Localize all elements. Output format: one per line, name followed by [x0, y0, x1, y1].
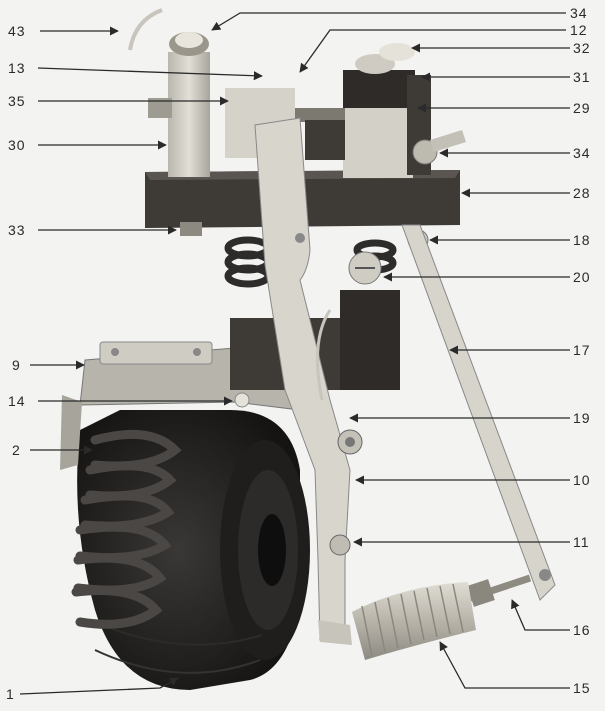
long-arm: [401, 224, 556, 601]
rubber-wheel: [77, 410, 310, 690]
callout-30: 30: [8, 137, 26, 153]
callout-20: 20: [573, 269, 591, 285]
coil-spring-left: [71, 429, 182, 629]
callout-35: 35: [8, 93, 26, 109]
callout-33: 33: [8, 222, 26, 238]
leader-lines: [19, 12, 570, 695]
callout-15: 15: [573, 680, 591, 696]
callout-10: 10: [573, 472, 591, 488]
callout-2: 2: [12, 442, 21, 458]
pin-14: [234, 392, 250, 408]
vertical-lever: [254, 117, 363, 645]
callout-43: 43: [8, 23, 26, 39]
callout-13: 13: [8, 60, 26, 76]
callout-28: 28: [573, 185, 591, 201]
callout-9: 9: [12, 357, 21, 373]
callout-34-side: 34: [573, 145, 591, 161]
callout-29: 29: [573, 100, 591, 116]
adjusting-screw-16: [467, 574, 532, 607]
callout-18: 18: [573, 232, 591, 248]
leader-16: [511, 599, 570, 631]
callout-19: 19: [573, 410, 591, 426]
callout-11: 11: [573, 534, 590, 550]
callout-17: 17: [573, 342, 591, 358]
compression-spring: [352, 582, 476, 660]
leader-12: [299, 29, 566, 73]
callout-32: 32: [573, 40, 591, 56]
callout-12: 12: [570, 22, 588, 38]
callout-1: 1: [6, 686, 15, 702]
leader-1: [19, 677, 179, 695]
callout-31: 31: [573, 69, 591, 85]
callout-14: 14: [8, 393, 26, 409]
leader-34a: [211, 12, 566, 31]
leader-13: [37, 67, 263, 81]
callout-34-top: 34: [570, 5, 588, 21]
callout-16: 16: [573, 622, 591, 638]
lever-wire: [316, 309, 332, 401]
wire-lead: [128, 8, 163, 51]
leader-15: [439, 641, 570, 689]
